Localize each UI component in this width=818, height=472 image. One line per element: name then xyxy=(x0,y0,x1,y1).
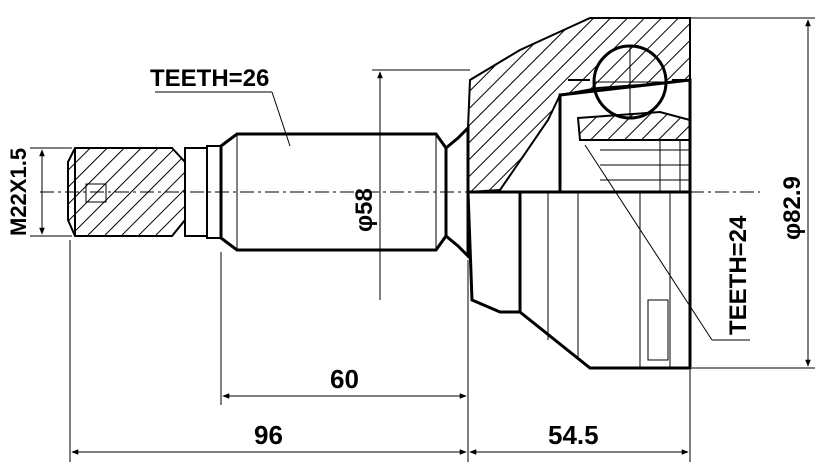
len-housing-label: 54.5 xyxy=(548,420,599,450)
shaft xyxy=(219,124,470,260)
housing xyxy=(466,17,692,370)
len-shaft-label: 60 xyxy=(330,364,359,394)
teeth-shaft-label: TEETH=26 xyxy=(150,65,269,92)
outer-diameter-label: φ82.9 xyxy=(779,176,806,240)
leader-teeth-24 xyxy=(584,144,713,341)
len-overall-label: 96 xyxy=(254,420,283,450)
thread-label: M22X1.5 xyxy=(6,148,31,236)
cv-teeth-label: TEETH=24 xyxy=(725,215,752,335)
dimension-lines xyxy=(30,17,815,462)
shaft-diameter-label: φ58 xyxy=(351,188,378,232)
